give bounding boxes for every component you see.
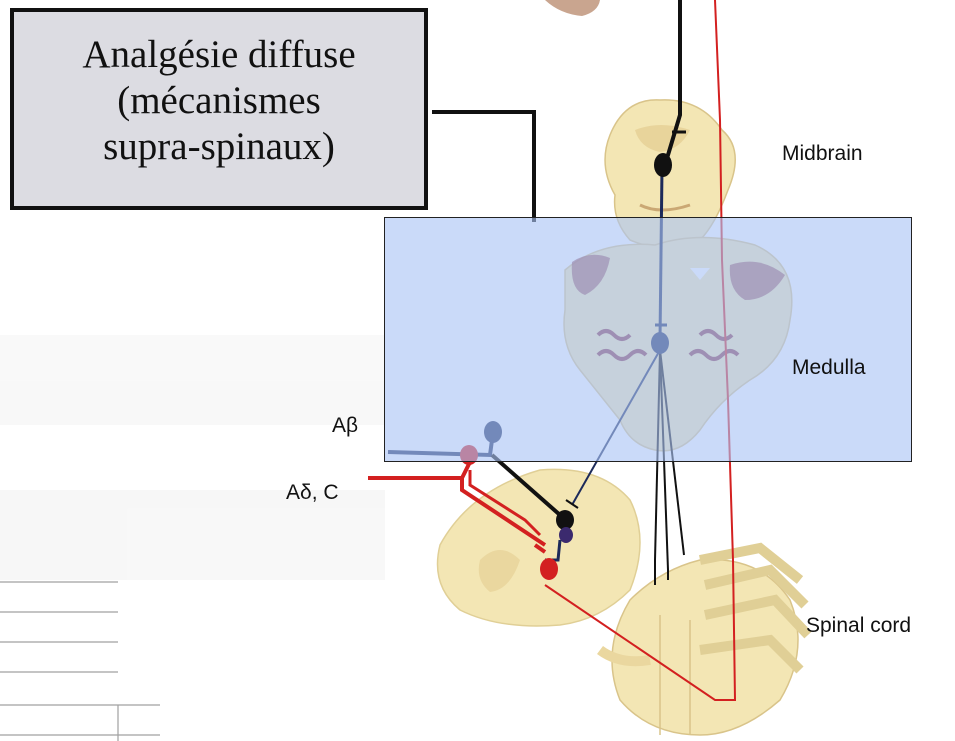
- spinal-cord-label: Spinal cord: [806, 614, 911, 638]
- callout-leader-line: [432, 112, 534, 222]
- diffuse-analgesia-callout: Analgésie diffuse (mécanismes supra-spin…: [10, 8, 428, 210]
- callout-line-3: supra-spinaux): [14, 124, 424, 170]
- midbrain-neuron: [654, 153, 672, 177]
- medulla-highlight-box: [384, 217, 912, 462]
- midbrain-label: Midbrain: [782, 142, 863, 166]
- brain-fragment: [545, 0, 600, 16]
- a-beta-label: Aβ: [332, 414, 358, 438]
- background-scan-remnants: [0, 335, 385, 741]
- callout-line-1: Analgésie diffuse: [14, 32, 424, 78]
- medulla-label: Medulla: [792, 356, 866, 380]
- a-delta-c-label: Aδ, C: [286, 481, 339, 505]
- callout-line-2: (mécanismes: [14, 78, 424, 124]
